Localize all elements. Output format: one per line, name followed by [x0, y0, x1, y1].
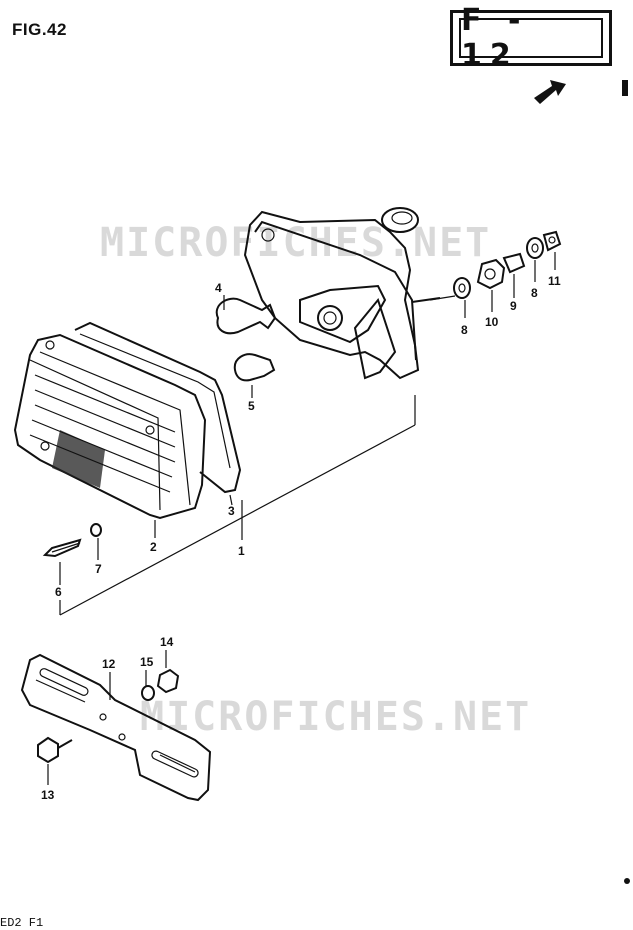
bolt-13	[37, 736, 73, 764]
washer-7	[90, 523, 102, 537]
callout-7: 7	[95, 562, 102, 576]
front-arrow-icon	[534, 80, 566, 104]
washer-15	[141, 685, 155, 701]
callout-8-left: 8	[461, 323, 468, 337]
callout-9: 9	[510, 299, 517, 313]
bulb-4	[215, 297, 277, 335]
callout-14: 14	[160, 635, 174, 649]
callout-1: 1	[238, 544, 245, 558]
edge-dot	[624, 878, 630, 884]
callout-13: 13	[41, 788, 55, 802]
callout-10: 10	[485, 315, 499, 329]
bulb-5	[233, 353, 276, 382]
callout-3: 3	[228, 504, 235, 518]
footer-code: ED2 F1	[0, 916, 44, 930]
callout-4: 4	[215, 281, 222, 295]
watermark-bottom: MICROFICHES.NET	[140, 694, 532, 740]
lamp-housing	[243, 207, 456, 380]
leader-lines	[47, 252, 556, 785]
screw-6	[42, 538, 82, 558]
callout-5: 5	[248, 399, 255, 413]
hardware-set	[453, 230, 562, 299]
callout-2: 2	[150, 540, 157, 554]
callout-11: 11	[548, 274, 561, 288]
callout-6: 6	[55, 585, 62, 599]
figure-title: FIG.42	[12, 20, 67, 39]
nut-14	[156, 668, 180, 694]
gasket-3	[74, 321, 242, 494]
tail-lens-2	[13, 333, 207, 520]
callout-12: 12	[102, 657, 116, 671]
edge-mark	[622, 80, 628, 96]
callout-15: 15	[140, 655, 154, 669]
watermark-top: MICROFICHES.NET	[100, 220, 492, 266]
plate-bracket-12	[20, 653, 212, 802]
callout-8-right: 8	[531, 286, 538, 300]
